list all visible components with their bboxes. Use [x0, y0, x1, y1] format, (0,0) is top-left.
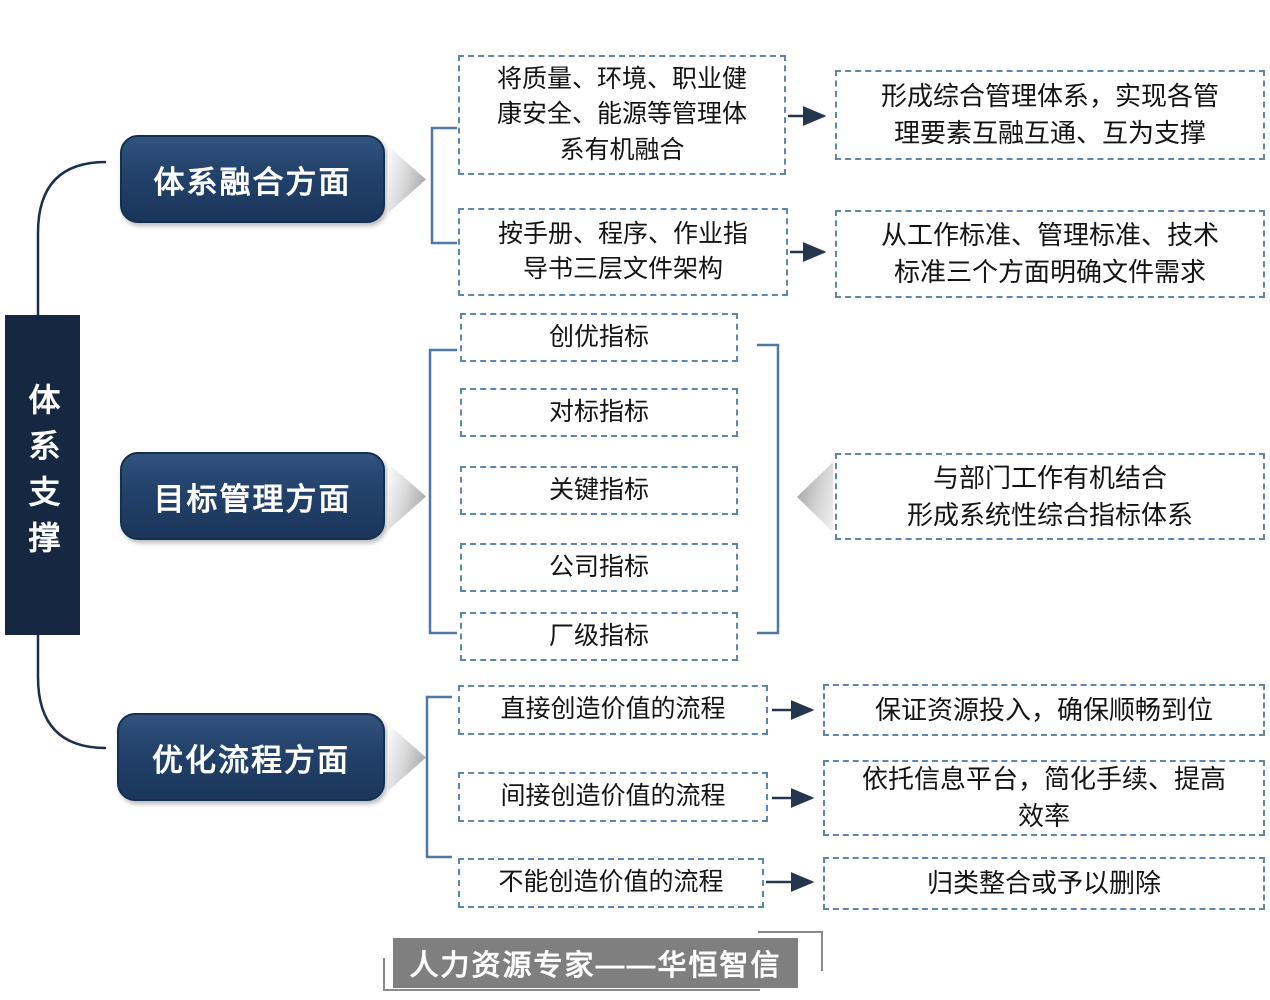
banner-frame-bottom-left: [383, 958, 760, 991]
fusion-right-box-1: 形成综合管理体系，实现各管 理要素互融互通、互为支撑: [835, 70, 1265, 160]
text-line: 依托信息平台，简化手续、提高: [861, 764, 1226, 795]
text-line: 导书三层文件架构: [522, 255, 723, 283]
section-title: 目标管理方面: [153, 481, 352, 517]
process-left-box-3: 不能创造价值的流程: [458, 858, 764, 908]
text-line: 厂级指标: [548, 621, 649, 650]
text-line: 不能创造价值的流程: [498, 868, 724, 897]
text-line: 与部门工作有机结合: [932, 462, 1167, 493]
curve-root-bottom: [36, 628, 107, 750]
indicator-box-company: 公司指标: [460, 543, 738, 592]
bracket-indicators-right: [757, 343, 780, 635]
fusion-left-box-2: 按手册、程序、作业指 导书三层文件架构: [458, 208, 788, 296]
text-line: 创优指标: [548, 322, 649, 351]
section-title: 体系融合方面: [153, 164, 352, 200]
text-line: 系有机融合: [559, 135, 685, 164]
text-line: 按手册、程序、作业指: [497, 219, 748, 248]
text-line: 关键指标: [548, 475, 649, 504]
process-left-box-2: 间接创造价值的流程: [458, 772, 768, 822]
text-line: 对标指标: [548, 397, 649, 426]
footer-banner-text: 人力资源专家——华恒智信: [409, 950, 782, 982]
banner-frame-top-right: [758, 931, 823, 971]
text-line: 从工作标准、管理标准、技术: [880, 220, 1219, 251]
section-box-goal-management: 目标管理方面: [120, 452, 385, 540]
section-box-system-fusion: 体系融合方面: [120, 135, 385, 223]
text-line: 将质量、环境、职业健: [496, 64, 747, 93]
fusion-right-box-2: 从工作标准、管理标准、技术 标准三个方面明确文件需求: [835, 210, 1265, 298]
bracket-indicators-left: [428, 348, 457, 635]
indicator-box-benchmark: 对标指标: [460, 388, 738, 437]
section-box-process-optimization: 优化流程方面: [117, 713, 385, 801]
bracket-section1: [430, 126, 457, 245]
text-line: 效率: [1017, 801, 1070, 831]
text-line: 间接创造价值的流程: [500, 782, 726, 811]
curve-root-top: [36, 160, 107, 322]
indicator-box-plant: 厂级指标: [460, 612, 738, 661]
text-line: 直接创造价值的流程: [500, 695, 726, 724]
goal-summary-box: 与部门工作有机结合 形成系统性综合指标体系: [835, 453, 1265, 540]
process-right-box-2: 依托信息平台，简化手续、提高 效率: [823, 760, 1265, 836]
root-box-system-support: 体系支撑: [5, 315, 80, 635]
text-line: 形成综合管理体系，实现各管: [880, 81, 1219, 112]
indicator-box-key: 关键指标: [460, 466, 738, 515]
indicator-box-excellence: 创优指标: [460, 313, 738, 362]
process-right-box-1: 保证资源投入，确保顺畅到位: [823, 684, 1265, 736]
text-line: 标准三个方面明确文件需求: [893, 257, 1206, 287]
footer-banner: 人力资源专家——华恒智信: [393, 938, 798, 988]
bracket-section3: [425, 695, 452, 859]
process-right-box-3: 归类整合或予以删除: [823, 857, 1265, 910]
root-label: 体系支撑: [24, 383, 61, 567]
process-left-box-1: 直接创造价值的流程: [458, 685, 768, 735]
text-line: 理要素互融互通、互为支撑: [893, 118, 1206, 148]
text-line: 公司指标: [548, 552, 649, 581]
text-line: 归类整合或予以删除: [926, 868, 1161, 899]
fusion-left-box-1: 将质量、环境、职业健 康安全、能源等管理体 系有机融合: [458, 55, 786, 175]
text-line: 康安全、能源等管理体: [496, 100, 747, 129]
section-title: 优化流程方面: [152, 742, 350, 778]
text-line: 保证资源投入，确保顺畅到位: [874, 694, 1213, 725]
text-line: 形成系统性综合指标体系: [906, 499, 1193, 530]
